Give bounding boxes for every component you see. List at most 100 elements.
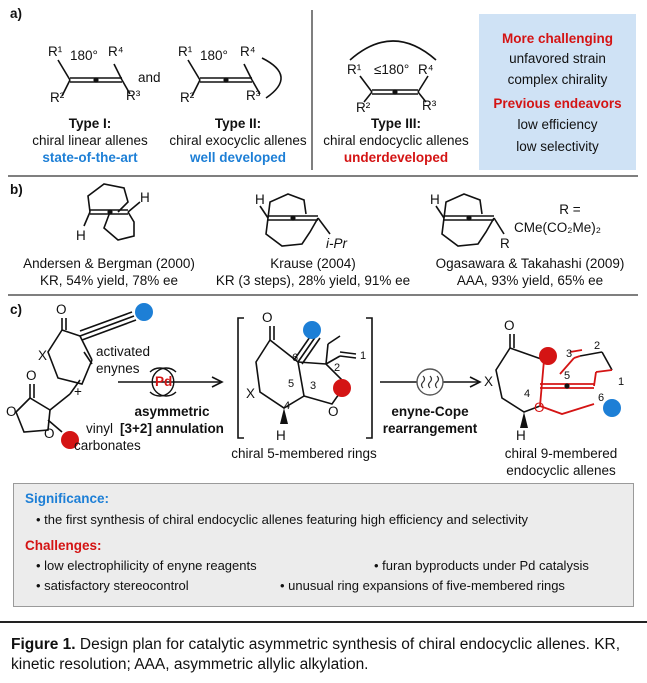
type1-desc: chiral linear allenes	[32, 133, 148, 148]
type1-status: state-of-the-art	[42, 150, 138, 165]
intermediate-o-ring: O	[328, 404, 339, 419]
challenge-item-3: • satisfactory stereocontrol	[36, 578, 189, 593]
ex2-substituent: i-Pr	[326, 236, 347, 251]
side-box-head1: More challenging	[501, 31, 613, 46]
type1-angle: 180°	[70, 48, 98, 63]
type3-r2: R²	[356, 100, 371, 115]
carbonates-label-2: carbonates	[74, 438, 141, 453]
ex1-h-bottom: H	[76, 228, 86, 243]
and-text: and	[138, 70, 161, 85]
type3-r1: R¹	[347, 62, 362, 77]
side-box-item3: low efficiency	[517, 117, 598, 132]
ex2-h: H	[255, 192, 265, 207]
product-o-top: O	[504, 318, 515, 333]
intermediate-h: H	[276, 428, 286, 443]
type2-desc: chiral exocyclic allenes	[169, 133, 307, 148]
carbonate-o-left: O	[6, 404, 17, 419]
caption-rule	[0, 621, 647, 623]
type2-r1: R¹	[178, 44, 193, 59]
significance-item: • the first synthesis of chiral endocycl…	[36, 512, 529, 527]
challenge-item-2: • furan byproducts under Pd catalysis	[374, 558, 589, 573]
intermediate-num-1: 1	[360, 350, 367, 362]
carbonates-label-1: vinyl	[86, 421, 114, 436]
panel-c-label: c)	[10, 302, 23, 317]
intermediate-num-6: 6	[292, 352, 299, 364]
panel-a-divider	[311, 10, 313, 170]
type2-r3: R³	[246, 88, 261, 103]
step1-line1: asymmetric	[134, 404, 210, 419]
type3-r4: R⁴	[418, 62, 434, 77]
product-num-6: 6	[598, 392, 605, 404]
panel-a-label: a)	[10, 6, 23, 21]
figure-caption: Figure 1. Design plan for catalytic asym…	[11, 635, 636, 675]
ex3-r-def1: R =	[559, 202, 581, 217]
type2-angle: 180°	[200, 48, 228, 63]
intermediate-o-top: O	[262, 310, 273, 325]
challenge-item-4: • unusual ring expansions of five-member…	[280, 578, 565, 593]
type1-title: Type I:	[68, 116, 112, 131]
side-box-item1: unfavored strain	[509, 51, 606, 66]
intermediate-x: X	[246, 386, 256, 401]
type1-r1: R¹	[48, 44, 63, 59]
ex3-r: R	[500, 236, 510, 251]
challenges-title: Challenges:	[25, 538, 102, 553]
intermediate-num-5: 5	[288, 378, 295, 390]
caption-label: Figure 1.	[11, 636, 76, 653]
enyne-x: X	[38, 348, 48, 363]
product-x: X	[484, 374, 494, 389]
divider-ab	[8, 175, 638, 177]
ex3-result: AAA, 93% yield, 65% ee	[456, 273, 604, 288]
product-label-1: chiral 9-membered	[504, 446, 618, 461]
type2-status: well developed	[189, 150, 287, 165]
type1-r3: R³	[126, 88, 141, 103]
enynes-label-2: enynes	[96, 361, 140, 376]
type3-desc: chiral endocyclic allenes	[323, 133, 469, 148]
product-num-3: 3	[566, 348, 573, 360]
ex1-h-top: H	[140, 190, 150, 205]
product-num-4: 4	[524, 388, 531, 400]
intermediate-num-4: 4	[284, 400, 291, 412]
ex1-authors: Andersen & Bergman (2000)	[23, 256, 195, 271]
enynes-label-1: activated	[96, 344, 151, 359]
type3-r3: R³	[422, 98, 437, 113]
type3-title: Type III:	[370, 116, 421, 131]
side-box-item2: complex chirality	[507, 72, 608, 87]
product-h: H	[516, 428, 526, 443]
significance-title: Significance:	[25, 491, 110, 506]
ex3-authors: Ogasawara & Takahashi (2009)	[435, 256, 625, 271]
type3-status: underdeveloped	[343, 150, 449, 165]
type2-r2: R²	[180, 90, 195, 105]
product-num-1: 1	[618, 376, 625, 388]
panel-b-label: b)	[10, 182, 23, 197]
step2-line1: enyne-Cope	[391, 404, 469, 419]
ex3-r-def2: CMe(CO₂Me)₂	[514, 220, 601, 235]
side-box-item4: low selectivity	[516, 139, 599, 154]
significance-challenges-box	[13, 483, 634, 607]
enyne-o: O	[56, 302, 67, 317]
intermediate-num-3: 3	[310, 380, 317, 392]
product-num-2: 2	[594, 340, 601, 352]
type2-title: Type II:	[214, 116, 262, 131]
type1-r4: R⁴	[108, 44, 124, 59]
challenges-side-box	[479, 14, 636, 170]
carbonate-o-top: O	[26, 368, 37, 383]
pd-catalyst: Pd	[155, 374, 173, 389]
ex1-result: KR, 54% yield, 78% ee	[39, 273, 179, 288]
intermediate-label: chiral 5-membered rings	[231, 446, 377, 461]
ex3-h: H	[430, 192, 440, 207]
product-label-2: endocyclic allenes	[506, 463, 616, 478]
type2-r4: R⁴	[240, 44, 256, 59]
step2-line2: rearrangement	[382, 421, 478, 436]
ex2-result: KR (3 steps), 28% yield, 91% ee	[215, 273, 411, 288]
intermediate-num-2: 2	[334, 362, 341, 374]
type1-r2: R²	[50, 90, 65, 105]
carbonate-o-right: O	[44, 426, 55, 441]
plus-sign: +	[74, 384, 82, 399]
challenge-item-1: • low electrophilicity of enyne reagents	[36, 558, 257, 573]
product-o-ring: O	[534, 400, 545, 415]
